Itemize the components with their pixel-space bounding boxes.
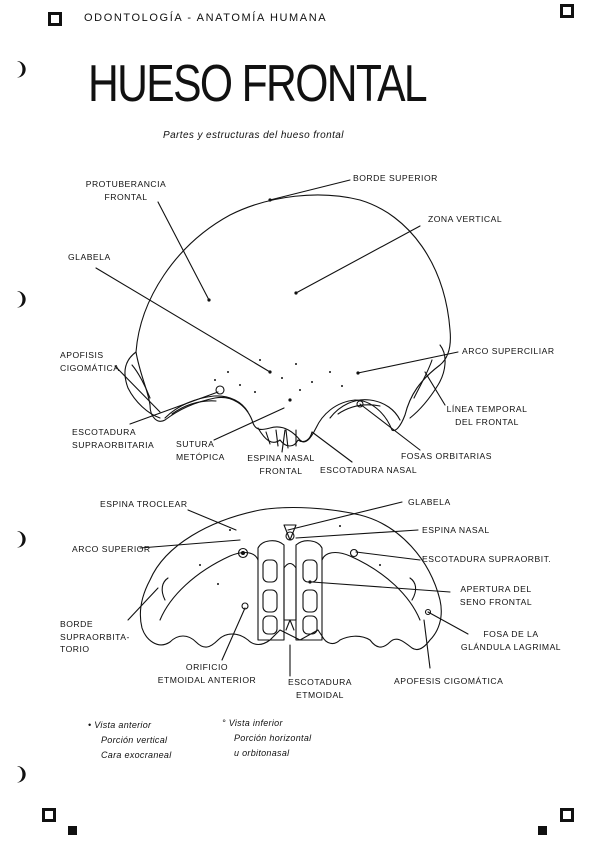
label-line: ETMOIDAL <box>296 689 344 700</box>
label-line: DEL FRONTAL <box>455 416 519 427</box>
label-orificio-etmoidal-anterior: ORIFICIO ETMOIDAL ANTERIOR <box>152 661 262 686</box>
label-borde-superior: BORDE SUPERIOR <box>353 173 438 183</box>
label-escotadura-nasal: ESCOTADURA NASAL <box>320 465 418 475</box>
label-line: PROTUBERANCIA <box>85 179 167 189</box>
page-title: HUESO FRONTAL <box>88 55 428 113</box>
note-line: • Vista anterior <box>88 720 152 730</box>
note-text: Cara exocraneal <box>101 750 172 760</box>
label-line: ESPINA NASAL <box>247 453 315 463</box>
note-text: Porción horizontal <box>234 733 312 743</box>
page-header: ODONTOLOGÍA - ANATOMÍA HUMANA <box>84 12 328 24</box>
label-line: APOFISIS <box>60 350 104 360</box>
label-line: APERTURA DEL <box>460 584 532 594</box>
label-apertura-seno-frontal: APERTURA DEL SENO FRONTAL <box>452 583 540 608</box>
label-line: SUTURA <box>176 439 215 449</box>
label-arco-superior: ARCO SUPERIOR <box>72 544 151 554</box>
note-vista-inferior: ° Vista inferior Porción horizontal u or… <box>222 716 311 761</box>
label-espina-troclear: ESPINA TROCLEAR <box>100 499 188 509</box>
label-escotadura-supraorbit: ESCOTADURA SUPRAORBIT. <box>422 554 552 564</box>
inferior-bone-outline <box>139 506 442 651</box>
label-apofisis-cigomatica: APOFISIS CIGOMÁTICA <box>60 349 119 374</box>
zygomatic-process-left <box>124 351 161 419</box>
corner-square-icon <box>68 826 77 835</box>
orbit-rim-right <box>329 399 401 421</box>
note-text: Porción vertical <box>101 735 168 745</box>
binder-hole-icon: ❩ <box>14 59 30 79</box>
corner-square-icon <box>538 826 547 835</box>
label-line: BORDE <box>60 619 94 629</box>
label-line: SENO FRONTAL <box>459 596 533 607</box>
anterior-bone-outline <box>135 194 451 443</box>
binder-hole-icon: ❩ <box>14 764 30 784</box>
label-line: CIGOMÁTICA <box>60 362 120 373</box>
label-linea-temporal: LÍNEA TEMPORAL DEL FRONTAL <box>437 403 537 428</box>
note-text: Vista inferior <box>228 718 283 728</box>
label-line: ESCOTADURA <box>287 677 353 687</box>
corner-marker-icon <box>560 808 574 822</box>
binder-hole-icon: ❩ <box>14 289 30 309</box>
note-vista-anterior: • Vista anterior Porción vertical Cara e… <box>88 718 172 763</box>
label-line: LÍNEA TEMPORAL <box>446 404 528 414</box>
orbit-rim-left <box>164 395 249 419</box>
label-arco-superciliar: ARCO SUPERCILIAR <box>462 346 555 356</box>
label-line: TORIO <box>60 644 90 654</box>
label-fosa-glandula-lagrimal: FOSA DE LA GLÁNDULA LAGRIMAL <box>446 628 576 653</box>
label-line: ETMOIDAL ANTERIOR <box>157 674 257 685</box>
label-escotadura-etmoidal: ESCOTADURA ETMOIDAL <box>284 676 356 701</box>
note-text: u orbitonasal <box>234 748 290 758</box>
label-borde-supraorbitario: BORDE SUPRAORBITA- TORIO <box>60 618 130 656</box>
ethmoidal-notch <box>257 540 285 641</box>
label-glabela-anterior: GLABELA <box>68 252 111 262</box>
label-line: ORIFICIO <box>185 662 229 672</box>
label-protuberancia-frontal: PROTUBERANCIA FRONTAL <box>85 178 167 203</box>
label-line: FOSA DE LA <box>483 629 539 639</box>
label-line: SUPRAORBITARIA <box>72 439 155 450</box>
label-glabela-inferior: GLABELA <box>408 497 451 507</box>
label-escotadura-supraorbitaria: ESCOTADURA SUPRAORBITARIA <box>72 426 154 451</box>
page-subtitle: Partes y estructuras del hueso frontal <box>163 130 344 141</box>
label-fosas-orbitarias: FOSAS ORBITARIAS <box>401 451 492 461</box>
label-zona-vertical: ZONA VERTICAL <box>428 214 503 224</box>
note-text: Vista anterior <box>94 720 152 730</box>
label-line: ESCOTADURA <box>72 427 137 437</box>
label-line: METÓPICA <box>176 451 225 462</box>
label-line: FRONTAL <box>104 191 148 202</box>
label-espina-nasal-frontal: ESPINA NASAL FRONTAL <box>244 452 318 477</box>
label-sutura-metopica: SUTURA METÓPICA <box>176 438 225 463</box>
note-line: ° Vista inferior <box>222 718 283 728</box>
corner-marker-icon <box>560 4 574 18</box>
label-apofesis-cigomatica: APOFESIS CIGOMÁTICA <box>394 676 504 686</box>
corner-marker-icon <box>48 12 62 26</box>
label-espina-nasal: ESPINA NASAL <box>422 525 490 535</box>
corner-marker-icon <box>42 808 56 822</box>
label-line: SUPRAORBITA- <box>60 631 130 642</box>
binder-hole-icon: ❩ <box>14 529 30 549</box>
label-line: FRONTAL <box>259 465 303 476</box>
label-line: GLÁNDULA LAGRIMAL <box>460 641 562 652</box>
